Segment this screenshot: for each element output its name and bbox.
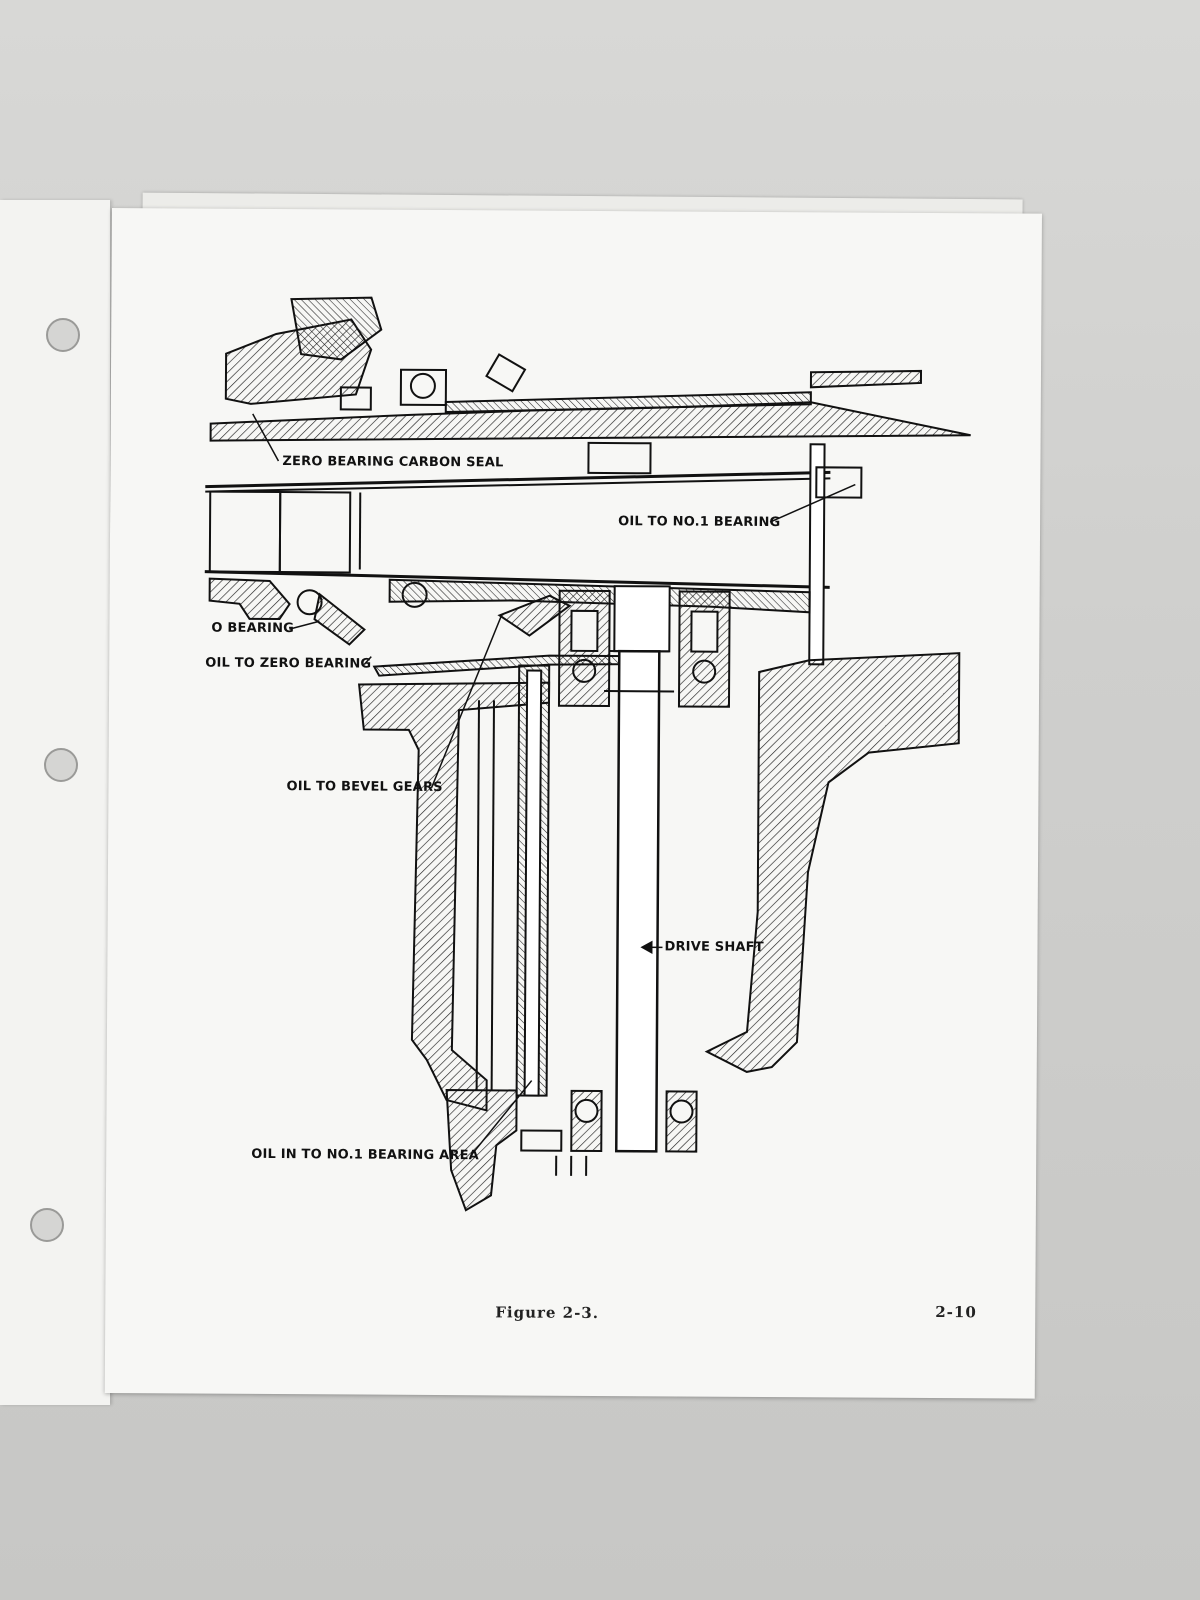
label-zero-bearing-carbon-seal: ZERO BEARING CARBON SEAL: [282, 454, 504, 471]
binder-hole-top: [46, 318, 80, 352]
label-oil-to-zero-bearing: OIL TO ZERO BEARING: [205, 655, 372, 672]
document-page: ZERO BEARING CARBON SEAL OIL TO NO.1 BEA…: [104, 208, 1042, 1399]
back-sheet: [0, 200, 110, 1405]
label-oil-to-no1-bearing: OIL TO NO.1 BEARING: [618, 514, 781, 531]
label-o-bearing: O BEARING: [211, 620, 295, 637]
label-oil-to-bevel-gears: OIL TO BEVEL GEARS: [286, 779, 443, 796]
binder-hole-middle: [44, 748, 78, 782]
binder-hole-bottom: [30, 1208, 64, 1242]
engine-cross-section-diagram: [204, 296, 971, 1212]
label-oil-in-to-no1-bearing-area: OIL IN TO NO.1 BEARING AREA: [251, 1146, 479, 1164]
page-number: 2-10: [935, 1303, 977, 1322]
figure-caption: Figure 2-3.: [495, 1303, 600, 1322]
label-drive-shaft: DRIVE SHAFT: [664, 939, 764, 955]
